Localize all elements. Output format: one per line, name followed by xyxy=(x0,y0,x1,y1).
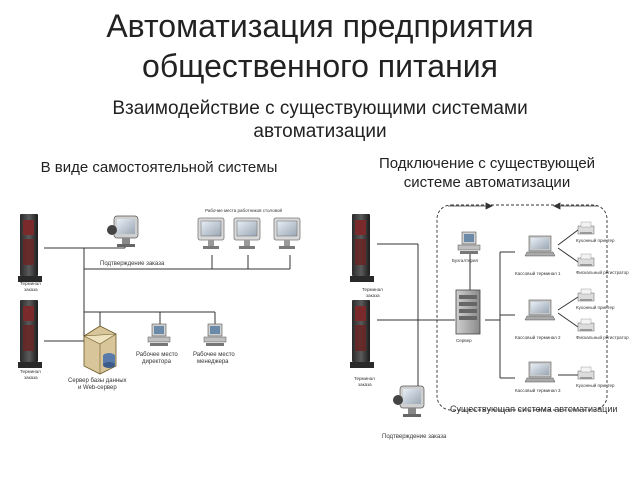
subtitle: Взаимодействие с существующими системами… xyxy=(60,97,580,143)
right-terminal-2-label-line-2: заказа xyxy=(358,382,372,387)
right-server-label: Сервер xyxy=(456,338,472,343)
left-kiosk-1-icon xyxy=(18,214,42,282)
right-terminal-2-label-line-1: Терминал xyxy=(354,376,375,381)
right-diagram: Терминал заказа Терминал заказа Подтверж… xyxy=(350,202,629,440)
right-confirm-display-icon xyxy=(392,385,425,418)
fiscal-register-1-label: Фискальный регистратор xyxy=(576,269,629,275)
cash-terminal-2-label: Кассовый терминал 2 xyxy=(515,334,561,340)
kitchen-printer-3-icon xyxy=(577,366,595,380)
left-terminal-2-label-line-2: заказа xyxy=(24,375,38,380)
left-director-label-line-1: Рабочее место xyxy=(136,352,178,358)
fiscal-register-2-icon xyxy=(577,318,595,332)
kitchen-printer-3-label: Кухонный принтер xyxy=(576,382,615,388)
left-terminal-1-label-line-1: Терминал xyxy=(20,281,41,286)
left-workplaces-label: Рабочие места работников столовой xyxy=(205,207,282,213)
left-confirm-display-icon xyxy=(106,215,139,248)
left-server-label-line-2: и Web-сервер xyxy=(78,385,117,391)
left-workplace-1-icon xyxy=(197,217,225,250)
left-kiosk-2-icon xyxy=(18,300,42,368)
top-arrows xyxy=(448,202,598,210)
right-kiosk-2-icon xyxy=(350,300,374,368)
accounting-label: Бухгалтерия xyxy=(452,258,479,263)
title-line-2: общественного питания xyxy=(142,48,498,84)
right-terminal-1-label-line-2: заказа xyxy=(366,293,380,298)
right-terminal-1-label-line-1: Терминал xyxy=(362,287,383,292)
left-heading: В виде самостоятельной системы xyxy=(40,159,278,176)
page-title: Автоматизация предприятия общественного … xyxy=(0,6,640,86)
fiscal-register-2-label: Фискальный регистратор xyxy=(576,334,629,340)
cash-terminal-1-icon xyxy=(524,235,556,257)
right-heading-line-1: Подключение с существующей xyxy=(378,155,596,172)
right-kiosk-1-icon xyxy=(350,214,374,282)
left-workplace-2-icon xyxy=(233,217,261,250)
cash-terminal-1-label: Кассовый терминал 1 xyxy=(515,270,561,276)
right-connections xyxy=(377,229,579,396)
left-server-label-line-1: Сервер базы данных xyxy=(68,378,127,384)
kitchen-printer-1-icon xyxy=(577,221,595,235)
kitchen-printer-1-label: Кухонный принтер xyxy=(576,237,615,243)
left-manager-label-line-1: Рабочее место xyxy=(193,352,235,358)
left-terminal-2-label-line-1: Терминал xyxy=(20,369,41,374)
left-manager-label-line-2: менеджера xyxy=(197,359,229,365)
accounting-pc-icon xyxy=(457,231,481,255)
right-heading-line-2: системе автоматизации xyxy=(403,174,571,191)
left-workplace-3-icon xyxy=(273,217,301,250)
fiscal-register-1-icon xyxy=(577,253,595,267)
left-db-server-icon xyxy=(82,325,117,375)
cash-terminal-3-icon xyxy=(524,361,556,383)
left-director-label-line-2: директора xyxy=(142,359,172,365)
subtitle-line-1: Взаимодействие с существующими системами xyxy=(112,98,528,119)
title-line-1: Автоматизация предприятия xyxy=(106,8,534,44)
cash-terminal-2-icon xyxy=(524,299,556,321)
left-director-pc-icon xyxy=(147,323,171,347)
right-server-icon xyxy=(455,289,481,335)
left-confirm-label: Подтверждение заказа xyxy=(100,261,165,267)
kitchen-printer-2-label: Кухонный принтер xyxy=(576,304,615,310)
left-diagram: Терминал заказа Терминал заказа Подтверж… xyxy=(18,207,301,391)
left-terminal-1-label-line-2: заказа xyxy=(24,287,38,292)
existing-system-label: Существующая система автоматизации xyxy=(450,404,617,414)
left-connections xyxy=(44,238,291,342)
left-manager-pc-icon xyxy=(203,323,227,347)
existing-system-boundary xyxy=(436,204,608,411)
right-heading: Подключение с существующей системе автом… xyxy=(362,154,612,192)
cash-terminal-3-label: Кассовый терминал 3 xyxy=(515,387,561,393)
kitchen-printer-2-icon xyxy=(577,288,595,302)
right-confirm-label: Подтверждение заказа xyxy=(382,434,447,440)
subtitle-line-2: автоматизации xyxy=(253,121,387,142)
